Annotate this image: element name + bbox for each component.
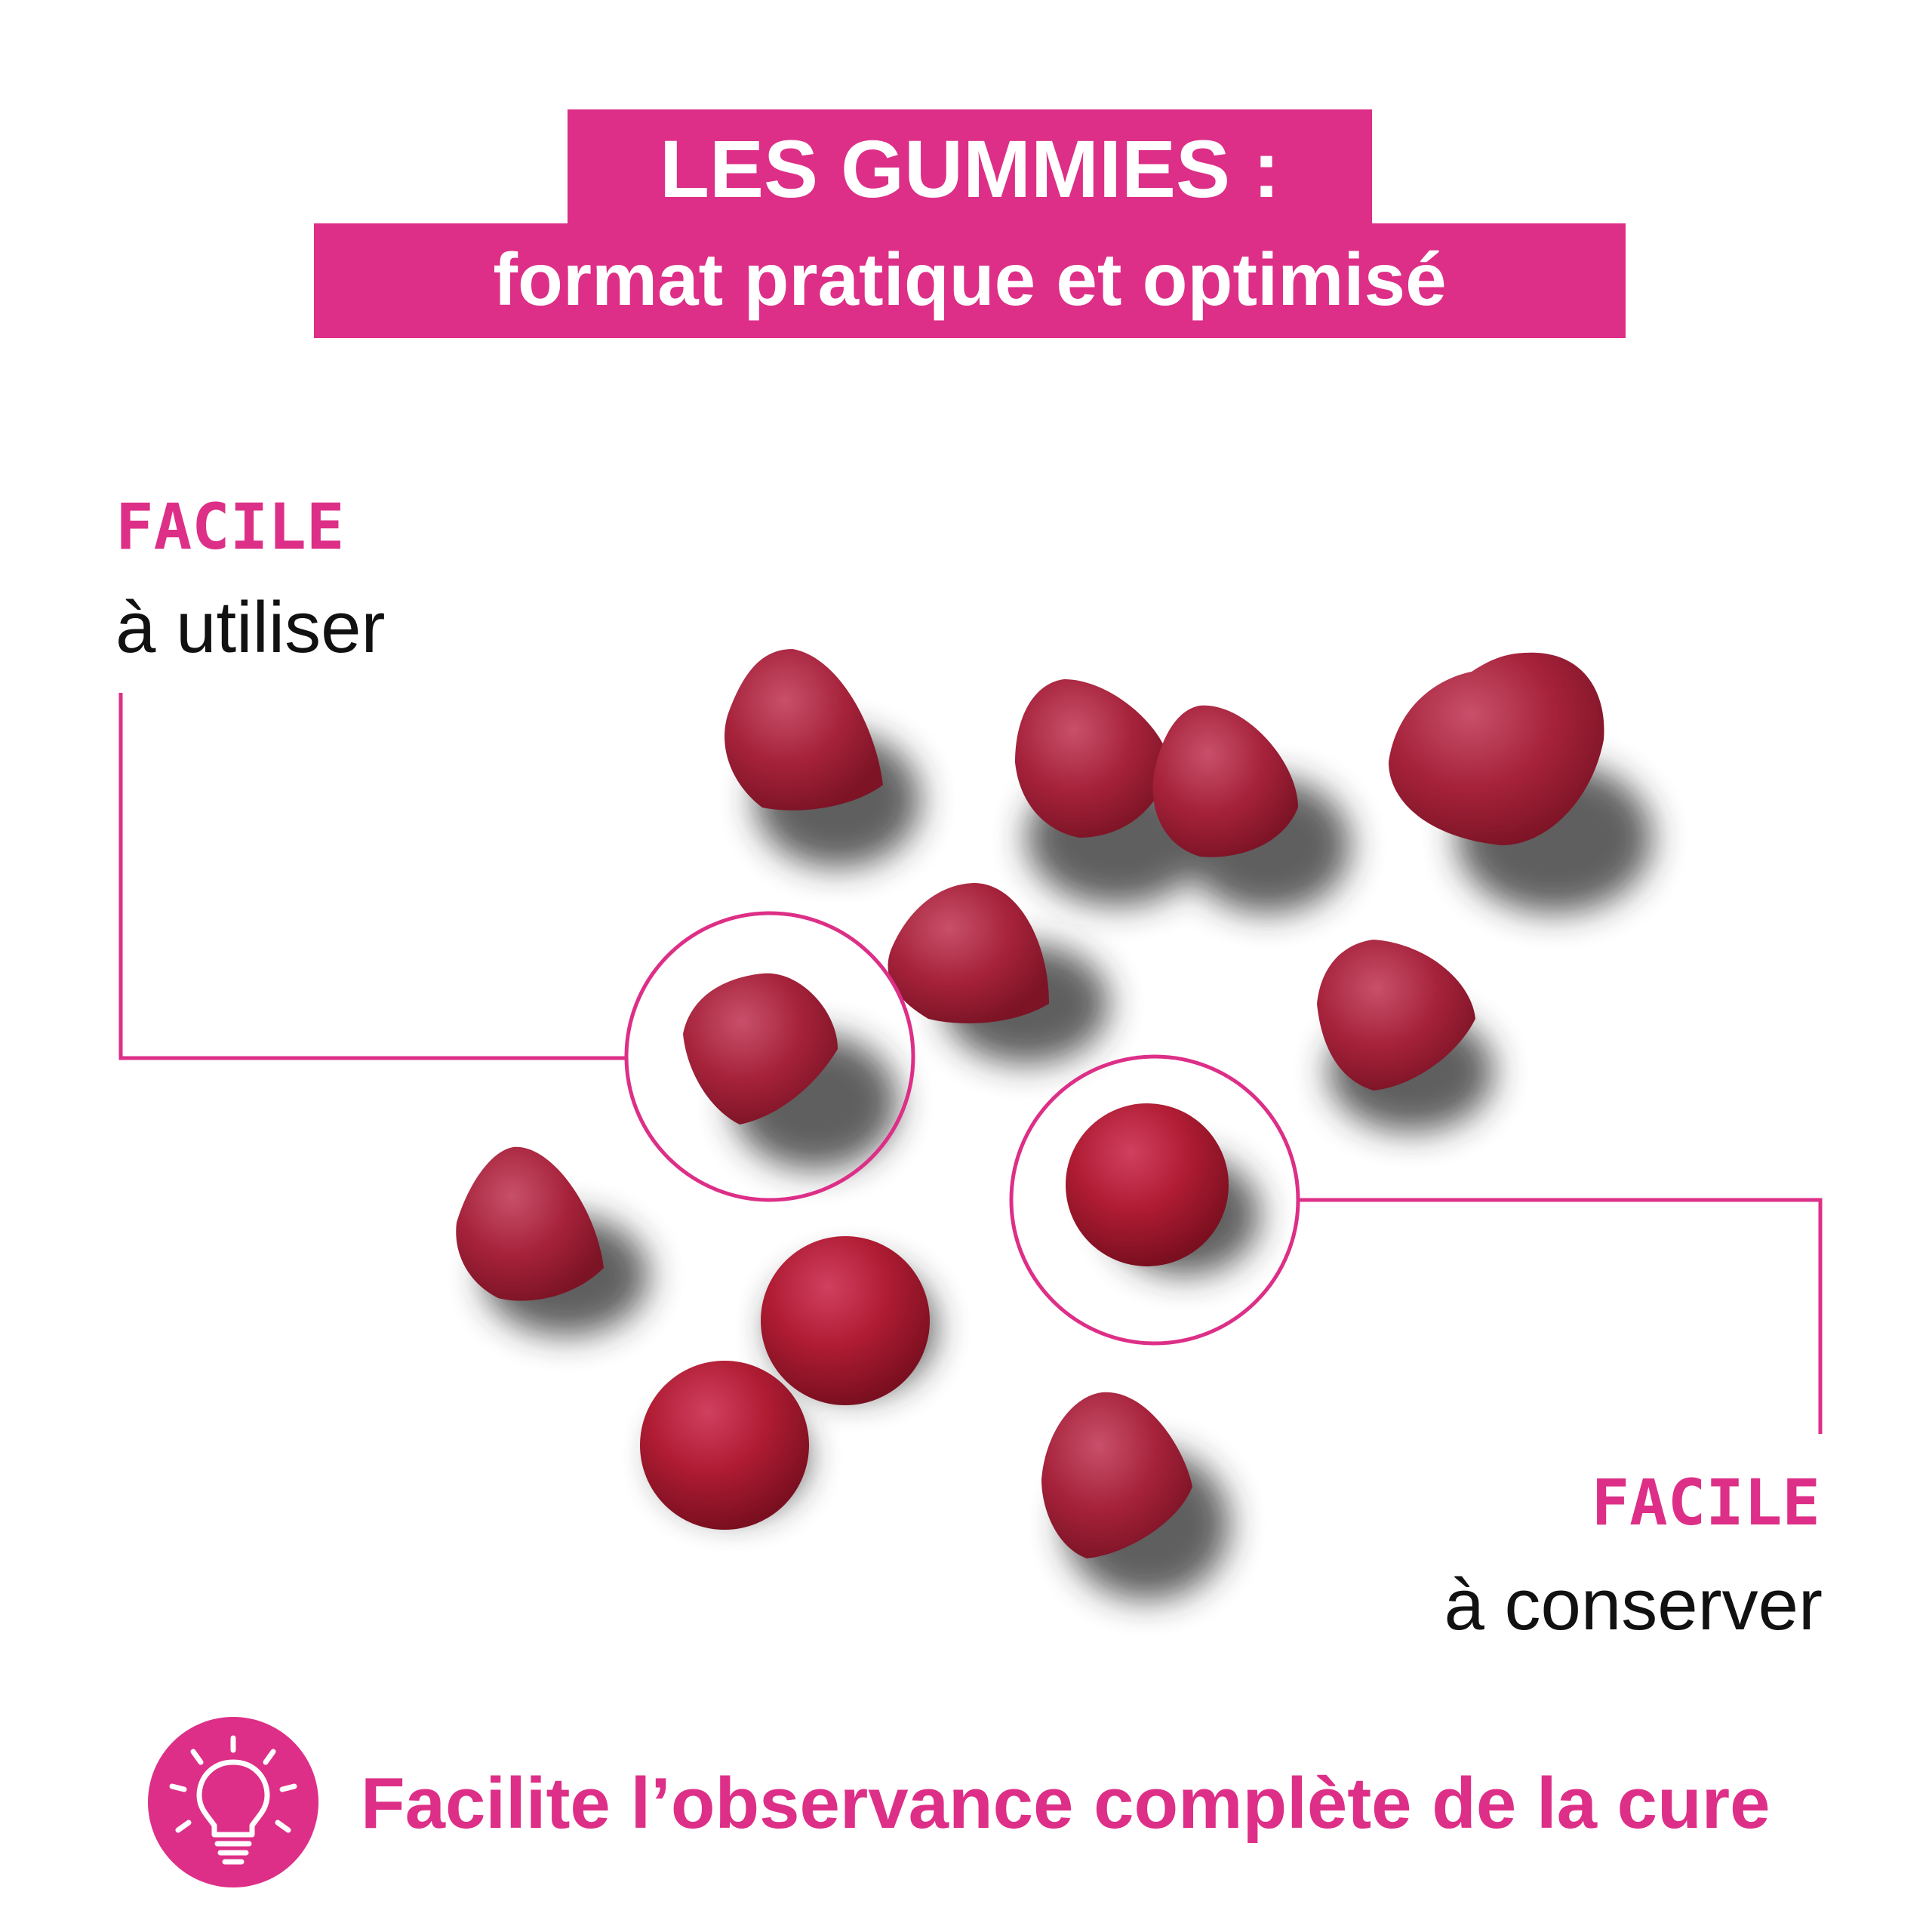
gummy [1066, 1103, 1229, 1266]
gummy [1317, 940, 1475, 1091]
title-line-2: format pratique et optimisé [314, 223, 1626, 338]
gummy [683, 973, 838, 1124]
gummy [640, 1361, 809, 1530]
callout-line-right [1298, 1198, 1823, 1434]
title-line-1: LES GUMMIES : [568, 109, 1372, 229]
gummy [456, 1146, 604, 1301]
gummy [888, 883, 1049, 1023]
gummy [1041, 1392, 1192, 1558]
lightbulb-icon [148, 1717, 318, 1887]
gummy [1015, 679, 1170, 838]
gummy [724, 649, 883, 811]
callout-left-text: à utiliser [115, 587, 386, 668]
gummy [761, 1236, 930, 1405]
callout-right-text: à conserver [1444, 1564, 1823, 1645]
callout-circle-left [624, 911, 915, 1202]
callout-left-heading: FACILE [115, 490, 345, 564]
gummy [1152, 705, 1298, 857]
callout-lines [118, 693, 1823, 1434]
callout-right-heading: FACILE [1591, 1466, 1820, 1540]
gummies [456, 649, 1604, 1558]
gummy [1389, 652, 1604, 845]
footer-text: Facilite l’observance complète de la cur… [361, 1763, 1770, 1844]
callout-line-left [118, 693, 625, 1060]
